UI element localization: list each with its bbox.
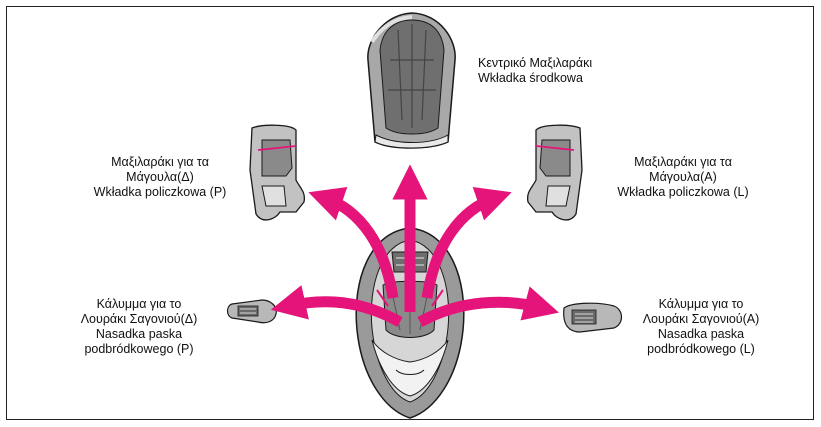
- right-chin-label-line3: Nasadka paska: [626, 327, 776, 342]
- left-cheek-pad-illustration: [250, 125, 304, 220]
- left-chin-strap-cover-label: Κάλυμμα για το Λουράκι Σαγονιού(Δ) Nasad…: [64, 297, 214, 357]
- right-chin-label-line1: Κάλυμμα για το: [626, 297, 776, 312]
- left-cheek-pad-label-line1: Μαξιλαράκι για τα: [80, 155, 240, 170]
- center-pad-label: Κεντρικό Μαξιλαράκι Wkładka środkowa: [478, 56, 592, 86]
- center-pad-label-line2: Wkładka środkowa: [478, 71, 592, 86]
- left-cheek-pad-label: Μαξιλαράκι για τα Μάγουλα(Δ) Wkładka pol…: [80, 155, 240, 200]
- left-chin-label-line3: Nasadka paska: [64, 327, 214, 342]
- left-chin-label-line4: podbródkowego (P): [64, 342, 214, 357]
- left-cheek-pad-label-line3: Wkładka policzkowa (P): [80, 185, 240, 200]
- right-cheek-pad-label-line3: Wkładka policzkowa (L): [598, 185, 768, 200]
- right-cheek-pad-label: Μαξιλαράκι για τα Μάγουλα(Α) Wkładka pol…: [598, 155, 768, 200]
- right-chin-strap-cover-illustration: [564, 303, 622, 332]
- left-chin-label-line1: Κάλυμμα για το: [64, 297, 214, 312]
- right-cheek-pad-illustration: [528, 125, 582, 220]
- right-chin-strap-cover-label: Κάλυμμα για το Λουράκι Σαγονιού(Α) Nasad…: [626, 297, 776, 357]
- right-cheek-pad-label-line2: Μάγουλα(Α): [598, 170, 768, 185]
- left-chin-label-line2: Λουράκι Σαγονιού(Δ): [64, 312, 214, 327]
- right-cheek-pad-label-line1: Μαξιλαράκι για τα: [598, 155, 768, 170]
- left-chin-strap-cover-illustration: [228, 300, 277, 323]
- left-cheek-pad-label-line2: Μάγουλα(Δ): [80, 170, 240, 185]
- right-chin-label-line2: Λουράκι Σαγονιού(Α): [626, 312, 776, 327]
- center-pad-label-line1: Κεντρικό Μαξιλαράκι: [478, 56, 592, 71]
- right-chin-label-line4: podbródkowego (L): [626, 342, 776, 357]
- removal-arrows: [288, 182, 542, 322]
- center-pad-illustration: [368, 13, 455, 148]
